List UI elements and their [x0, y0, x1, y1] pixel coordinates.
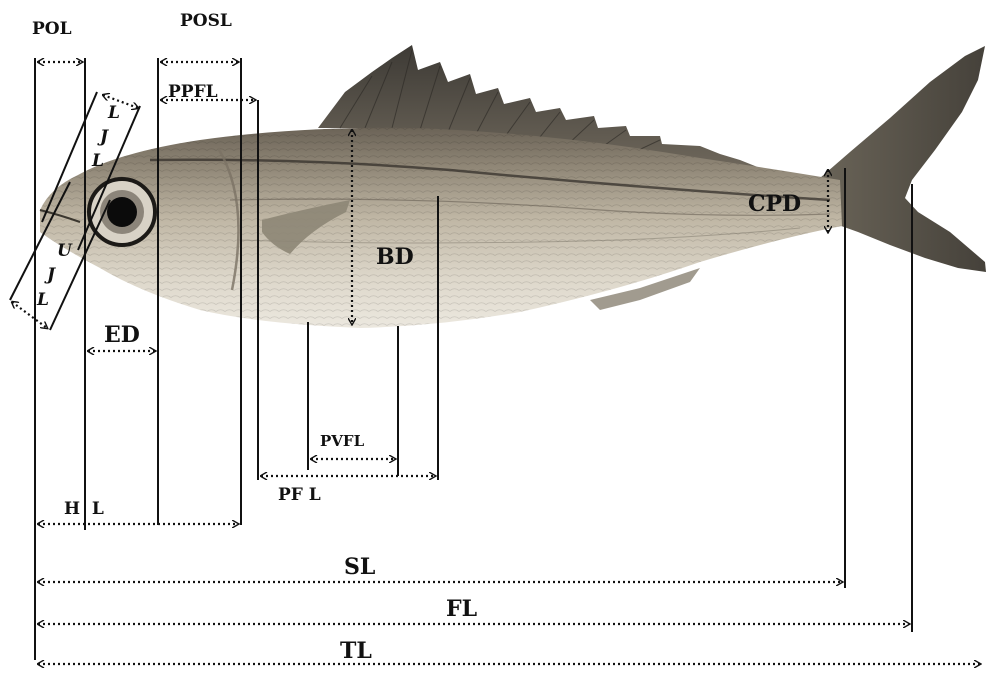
label-ujl-3: L — [36, 290, 49, 310]
label-ujl-1: U — [57, 241, 73, 261]
label-posl: POSL — [180, 11, 232, 31]
label-pfl: PF L — [278, 485, 321, 505]
label-bd: BD — [376, 244, 414, 270]
pupil — [107, 197, 137, 227]
label-ljl-1: L — [107, 103, 120, 123]
label-pol: POL — [32, 19, 72, 39]
label-tl: TL — [340, 638, 372, 664]
label-ljl-2: J — [97, 127, 109, 147]
label-pvfl: PVFL — [320, 432, 365, 450]
label-ljl-3: L — [91, 151, 104, 171]
label-sl: SL — [344, 554, 375, 580]
label-fl: FL — [446, 596, 477, 622]
label-ed: ED — [104, 322, 140, 348]
label-ppfl: PPFL — [168, 82, 218, 102]
label-hl: H L — [64, 499, 104, 519]
label-cpd: CPD — [748, 191, 801, 217]
label-ujl-2: J — [44, 265, 56, 285]
